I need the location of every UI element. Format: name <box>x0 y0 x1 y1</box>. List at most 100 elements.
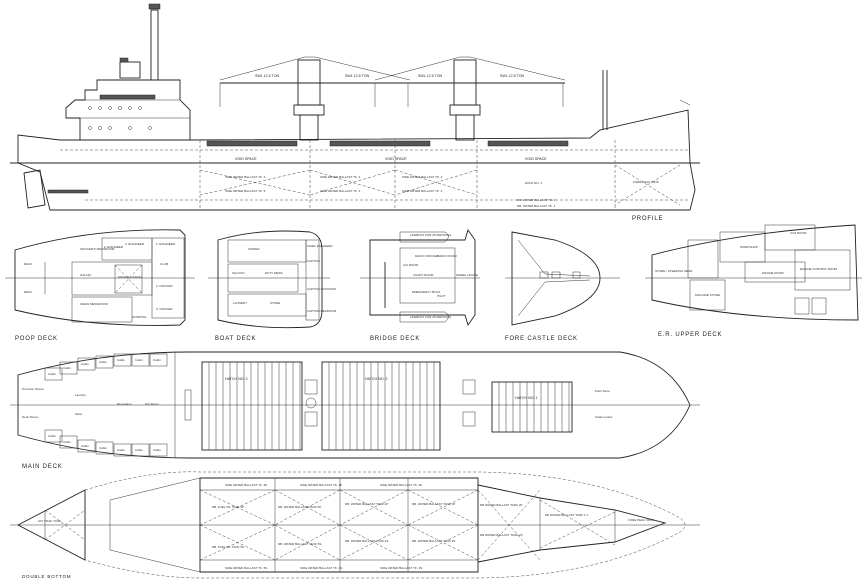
hatch-cover-1 <box>487 140 569 147</box>
room-label: 2. OFFICER <box>156 284 173 288</box>
tank-label: SIDE WATER BALLAST TK. 2 <box>402 189 443 193</box>
cabin <box>77 357 96 371</box>
crane-fwd <box>374 56 566 141</box>
tank-label: SIDE WATER BALLAST TK. 3 <box>320 189 361 193</box>
room-label: A/C ROOM <box>403 263 419 267</box>
tank-label: FORE PEAK TANK <box>628 518 654 522</box>
profile-view: SWL 12.5 TON SWL 12.5 TON SWL 12.5 TON S… <box>10 3 700 222</box>
tank-label: SIDE WATER BALLAST TK. 5S <box>225 566 267 570</box>
room-label: CHIEF ENGINEER <box>307 244 333 248</box>
tank-label: SIDE WATER BALLAST TK. 3S <box>380 566 422 570</box>
view-title-double-bottom: DOUBLE BOTTOM <box>22 574 71 579</box>
cabin <box>149 443 168 457</box>
hatch-2 <box>321 361 441 451</box>
room-label: MACHINE STORE <box>695 293 720 297</box>
void-space-label: VOID SPACE <box>235 157 257 161</box>
tank-label: DB. WATER BALLAST TK. 2 <box>517 198 556 202</box>
view-title-er-upper-deck: E.R. UPPER DECK <box>658 332 722 338</box>
lifeboat-label: LIFEBOAT FOR 25 PERSONS <box>410 233 451 237</box>
view-title-boat-deck: BOAT DECK <box>215 336 256 342</box>
room-label: CREW MESSROOM <box>80 302 108 306</box>
fore-peak-label: FORE PEAK TANK <box>633 180 659 184</box>
bridge-deck-view: LIFEBOAT FOR 25 PERSONS RADIO OFFICER RA… <box>360 228 480 342</box>
cabin <box>113 443 132 457</box>
poop-deck-view: DECK DECK OFFICER'S MESSROOM GALLEY CREW… <box>5 229 195 342</box>
view-title-bridge-deck: BRIDGE DECK <box>370 336 420 342</box>
room-label: PILOT <box>437 294 446 298</box>
tank-label: DB. FUEL OIL TANK 5S <box>212 545 244 549</box>
room-label: CLUB <box>160 262 168 266</box>
view-title-main-deck: MAIN DECK <box>22 464 63 470</box>
crane-swl-label: SWL 12.5 TON <box>345 74 370 78</box>
crane-swl-label: SWL 12.5 TON <box>255 74 280 78</box>
room-label: OFFICER'S MESSROOM <box>80 247 115 251</box>
room-label: GALLEY <box>80 273 92 277</box>
room-label: CAPTAIN BEDROOM <box>307 309 337 313</box>
tank-label: DB. WATER BALLAST TANK 4P <box>345 502 388 506</box>
room-label: RADIO ROOM <box>437 254 457 258</box>
cabin <box>59 435 78 449</box>
cabin-label: Cabin <box>81 444 89 448</box>
cabin <box>95 355 114 369</box>
cabin-label: Cabin <box>81 362 89 366</box>
room-label: Chain Locker <box>595 415 613 419</box>
room-label: 3. ENGINEER <box>125 242 145 246</box>
boat-deck-view: OWNER SALOON CHIEF ENGINEER CAPTAIN CAPT… <box>208 230 337 342</box>
tank-label: DB. WATER BALLAST TANK 3S <box>412 539 455 543</box>
tank-label: SIDE WATER BALLAST TK. 3 <box>402 175 443 179</box>
room-label: CO2 ROOM <box>790 231 807 235</box>
cabin-label: Cabin <box>99 446 107 450</box>
view-title-poop-deck: POOP DECK <box>15 336 58 342</box>
cabin <box>59 361 78 375</box>
tank-label: DB. WATER BALLAST TANK 5S <box>278 542 321 546</box>
superstructure <box>65 79 191 140</box>
hatch-label: HATCH NO. 1 <box>515 396 538 400</box>
room-label: Laundry <box>75 393 86 397</box>
tank-label: SIDE WATER BALLAST TK. 4S <box>300 566 342 570</box>
room-label: DECK <box>24 262 32 266</box>
room-label: ENGINE CONTROL ROOM <box>800 267 838 271</box>
cabin-label: Cabin <box>63 366 71 370</box>
tank-label: SIDE WATER BALLAST TK. 3P <box>380 483 422 487</box>
hatch-3 <box>201 361 303 451</box>
cabin <box>77 439 96 453</box>
room-label: 1. ENGINEER <box>156 242 176 246</box>
fore-castle-deck-view: FORE CASTLE DECK <box>505 231 620 342</box>
crane-swl-label: SWL 12.5 TON <box>418 74 443 78</box>
room-label: STORE / STEERING GEAR <box>655 269 693 273</box>
cabin <box>149 353 168 367</box>
hatch-cover-2 <box>329 140 431 147</box>
room-label: WHEEL HOUSE <box>456 273 478 277</box>
propeller-shaft <box>47 189 89 194</box>
rudder <box>23 169 46 209</box>
room-label: Mess <box>75 412 83 416</box>
tank-label: SIDE WATER BALLAST TK. 5 <box>225 189 266 193</box>
room-label: STORE <box>270 301 280 305</box>
view-title-fore-castle-deck: FORE CASTLE DECK <box>505 336 578 342</box>
tank-label: AFT PEAK TANK <box>38 519 61 523</box>
cabin-label: Cabin <box>48 372 56 376</box>
cabin-label: Cabin <box>48 434 56 438</box>
tank-label: DB. WATER BALLAST TANK 5P <box>278 505 321 509</box>
room-label: Recreation <box>117 402 132 406</box>
cabin <box>131 353 150 367</box>
cabin <box>95 441 114 455</box>
room-label: CAPTAIN <box>307 259 320 263</box>
tank-label: SIDE WATER BALLAST TK. 4 <box>320 175 361 179</box>
cabin-label: Cabin <box>99 360 107 364</box>
tank-label: DB WATER BALLAST TANK 1 C <box>545 513 589 517</box>
room-label: Provision Stores <box>22 387 44 391</box>
crane-aft <box>219 56 411 141</box>
room-label: Paint Store <box>595 389 610 393</box>
tank-label: DB. WATER BALLAST TANK 4S <box>345 539 388 543</box>
room-label: CHART ROOM <box>413 273 434 277</box>
room-label: SALOON <box>232 271 245 275</box>
room-label: WORKSHOP <box>740 245 758 249</box>
room-label: ENGINE ROOM <box>762 271 784 275</box>
void-space-label: VOID SPACE <box>525 157 547 161</box>
cabin-label: Cabin <box>135 358 143 362</box>
cabin-label: Cabin <box>135 448 143 452</box>
hold-label: HOLD NO. 1 <box>525 181 542 185</box>
mast <box>150 9 159 81</box>
